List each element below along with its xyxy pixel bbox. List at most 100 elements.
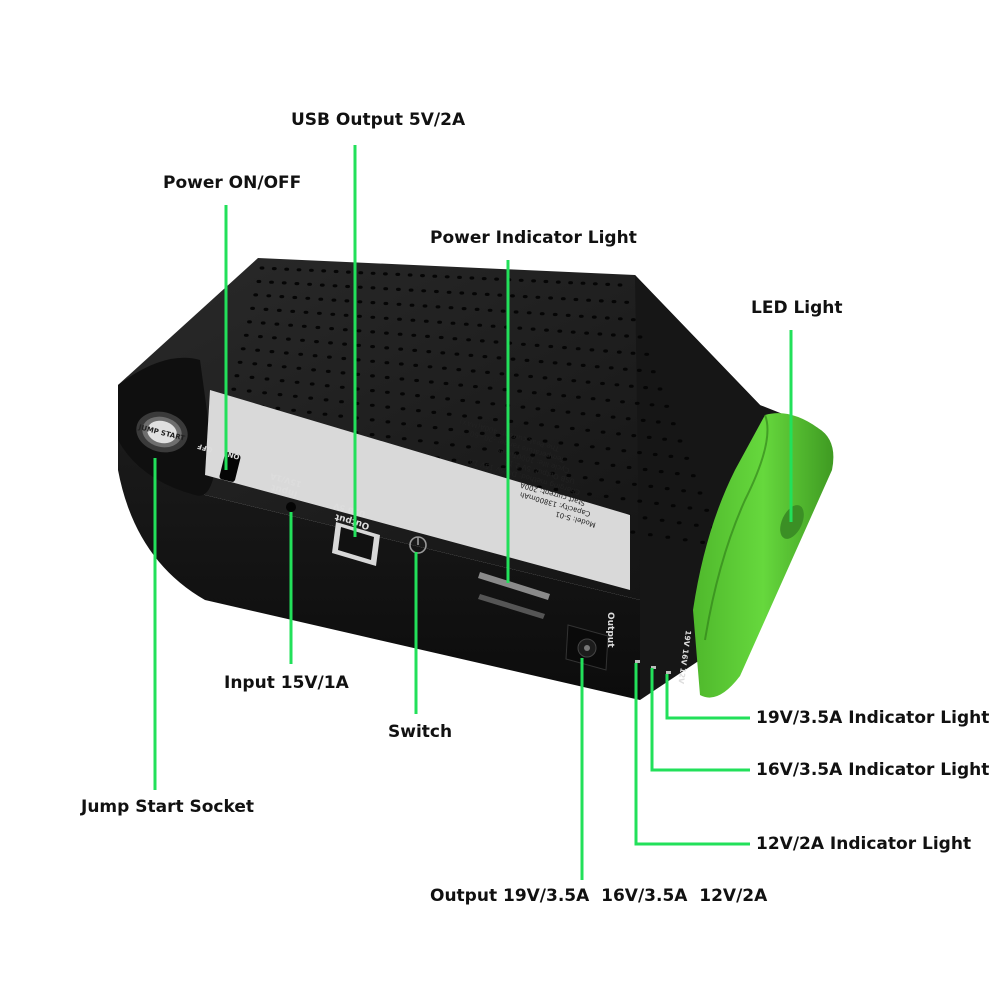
vent-hole — [605, 398, 611, 402]
vent-hole — [383, 272, 388, 276]
vent-hole — [247, 320, 252, 324]
vent-hole — [603, 349, 608, 353]
vent-hole — [341, 356, 347, 361]
vent-hole — [490, 402, 496, 406]
vent-hole — [401, 437, 407, 441]
vent-hole — [355, 358, 361, 362]
vent-hole — [574, 443, 579, 447]
vent-hole — [693, 523, 699, 527]
vent-hole — [510, 357, 516, 361]
vent-hole — [433, 441, 439, 445]
vent-hole — [533, 469, 539, 473]
vent-hole — [358, 271, 364, 275]
vent-hole — [542, 439, 548, 443]
vent-hole — [496, 356, 502, 360]
vent-hole — [600, 381, 605, 386]
vent-hole — [309, 382, 315, 386]
vent-hole — [670, 422, 676, 426]
vent-hole — [291, 408, 296, 412]
vent-hole — [430, 395, 435, 399]
vent-hole — [437, 320, 442, 324]
vent-hole — [322, 412, 328, 416]
vent-hole — [292, 394, 298, 398]
vent-hole — [357, 285, 363, 289]
vent-hole — [517, 389, 522, 393]
vent-hole — [654, 501, 659, 505]
vent-hole — [561, 394, 567, 398]
vent-hole — [385, 405, 391, 409]
vent-hole — [463, 322, 469, 326]
vent-hole — [684, 456, 690, 460]
vent-hole — [411, 333, 417, 337]
vent-hole — [617, 283, 623, 287]
vent-hole — [580, 281, 586, 285]
vent-hole — [578, 459, 584, 463]
vent-hole — [484, 463, 490, 467]
vent-hole — [300, 338, 305, 342]
vent-hole — [657, 387, 663, 391]
vent-hole — [524, 358, 530, 362]
vent-hole — [324, 384, 330, 388]
vent-hole — [431, 410, 437, 414]
vent-hole — [594, 461, 600, 465]
vent-hole — [469, 276, 475, 280]
vent-hole — [642, 516, 648, 520]
vent-hole — [342, 328, 348, 332]
vent-hole — [594, 365, 600, 369]
vent-hole — [252, 362, 258, 366]
vent-hole — [298, 352, 304, 356]
vent-hole — [697, 491, 703, 495]
vent-hole — [648, 484, 654, 488]
vent-hole — [531, 391, 537, 395]
vent-hole — [587, 492, 592, 496]
vent-hole — [598, 299, 604, 303]
vent-hole — [550, 408, 556, 412]
vent-hole — [687, 506, 693, 510]
vent-hole — [625, 417, 631, 421]
vent-hole — [585, 428, 591, 432]
label-led-light: LED Light — [751, 298, 843, 318]
vent-hole — [468, 460, 473, 464]
vent-hole — [557, 329, 563, 333]
vent-hole — [611, 300, 617, 304]
vent-hole — [428, 380, 434, 384]
vent-hole — [553, 487, 559, 492]
vent-hole — [397, 332, 403, 336]
label-jump-start: Jump Start Socket — [81, 797, 255, 817]
vent-hole — [275, 406, 281, 410]
vent-hole — [344, 299, 350, 303]
vent-hole — [554, 425, 560, 429]
vent-hole — [256, 279, 262, 284]
vent-hole — [356, 343, 361, 347]
vent-hole — [446, 412, 452, 416]
vent-hole — [306, 410, 312, 414]
vent-hole — [555, 280, 561, 284]
vent-hole — [294, 380, 300, 384]
vent-hole — [552, 312, 558, 317]
switch-on-text: ON — [227, 450, 241, 461]
vent-hole — [260, 321, 266, 325]
vent-hole — [484, 292, 490, 296]
vent-hole — [628, 384, 634, 388]
vent-hole — [237, 360, 243, 364]
vent-hole — [652, 452, 658, 457]
vent-hole — [630, 318, 636, 322]
vent-hole — [550, 471, 555, 475]
vent-hole — [582, 476, 588, 480]
vent-hole — [508, 419, 514, 423]
vent-hole — [311, 368, 316, 372]
vent-hole — [315, 325, 321, 330]
vent-hole — [566, 473, 572, 478]
vent-hole — [370, 359, 375, 363]
vent-hole — [520, 405, 526, 409]
vent-hole — [614, 383, 620, 387]
vent-hole — [309, 268, 314, 272]
device-right-face — [635, 275, 818, 700]
vent-hole — [542, 376, 548, 380]
vent-hole — [477, 416, 483, 420]
vent-hole — [423, 319, 429, 323]
vent-hole — [521, 342, 526, 346]
vent-hole — [395, 272, 401, 276]
